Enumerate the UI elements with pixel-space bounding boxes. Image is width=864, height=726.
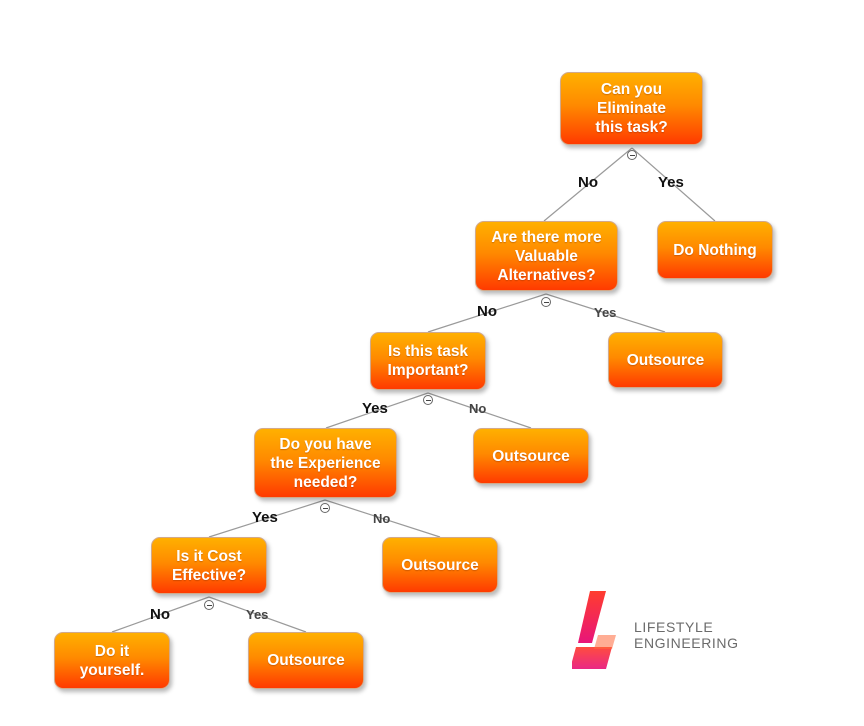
edge-label-yes: Yes (246, 607, 269, 622)
collapse-toggle-icon[interactable] (627, 150, 637, 160)
logo-text-lifestyle: LIFESTYLE (634, 619, 714, 635)
edge-label-no: No (150, 606, 170, 623)
logo-text-engineering: ENGINEERING (634, 635, 739, 651)
collapse-toggle-icon[interactable] (204, 600, 214, 610)
edge-label-yes: Yes (252, 509, 278, 526)
collapse-toggle-icon[interactable] (320, 503, 330, 513)
edge-label-yes: Yes (658, 174, 684, 191)
edge-label-no: No (469, 401, 487, 416)
node-outsource-2[interactable]: Outsource (473, 428, 589, 484)
node-outsource-3[interactable]: Outsource (382, 537, 498, 593)
node-outsource-4[interactable]: Outsource (248, 632, 364, 689)
collapse-toggle-icon[interactable] (423, 395, 433, 405)
edge-label-yes: Yes (594, 305, 617, 320)
node-task-important[interactable]: Is this task Important? (370, 332, 486, 390)
node-do-it-yourself[interactable]: Do it yourself. (54, 632, 170, 689)
node-valuable-alternatives[interactable]: Are there more Valuable Alternatives? (475, 221, 618, 291)
edge-label-no: No (578, 174, 598, 191)
edge-label-no: No (373, 511, 391, 526)
node-outsource-1[interactable]: Outsource (608, 332, 723, 388)
node-experience-needed[interactable]: Do you have the Experience needed? (254, 428, 397, 498)
edge-label-yes: Yes (362, 400, 388, 417)
lifestyle-engineering-logo-icon (572, 591, 616, 669)
node-eliminate-task[interactable]: Can you Eliminate this task? (560, 72, 703, 145)
collapse-toggle-icon[interactable] (541, 297, 551, 307)
node-cost-effective[interactable]: Is it Cost Effective? (151, 537, 267, 594)
node-do-nothing[interactable]: Do Nothing (657, 221, 773, 279)
edge-label-no: No (477, 303, 497, 320)
